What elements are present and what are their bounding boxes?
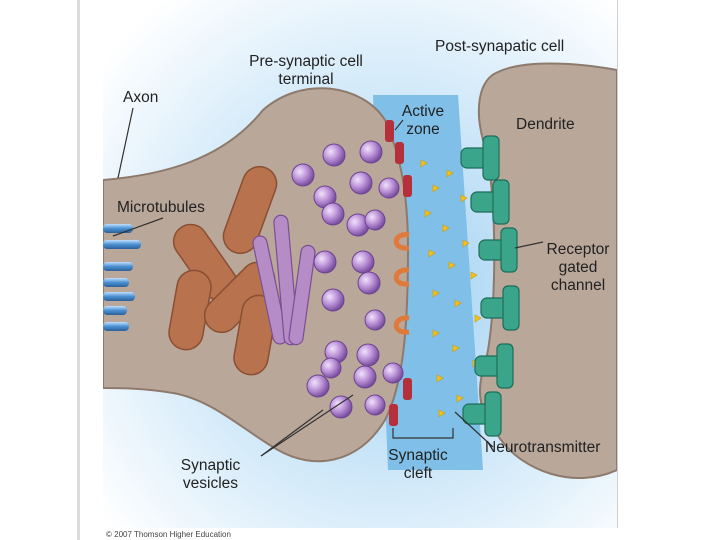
microtubule-bundle [252, 214, 316, 346]
active-zone-line-1: Active [401, 103, 445, 120]
synaptic-vesicles-line-2: vesicles [182, 475, 239, 492]
leader-lines [112, 107, 544, 457]
pre-synaptic-label: Pre-synaptic cell terminal [241, 53, 371, 89]
receptor-line-1: Receptor [546, 241, 610, 258]
receptor-line-3: channel [550, 277, 606, 294]
synaptic-vesicles-line-1: Synaptic [180, 457, 241, 474]
receptor-label: Receptor gated channel [543, 241, 613, 295]
synaptic-cleft-line-2: cleft [403, 465, 433, 482]
active-zone-line-2: zone [406, 121, 440, 138]
post-synaptic-label: Post-synapatic cell [435, 38, 565, 55]
axon-label: Axon [123, 89, 159, 106]
active-zone-label: Active zone [398, 103, 448, 139]
synapse-diagram: Axon Pre-synaptic cell terminal Post-syn… [103, 0, 618, 528]
receptor-gated-channels [460, 135, 520, 437]
pre-synaptic-line-2: terminal [278, 71, 334, 88]
synapse-illustration [103, 0, 617, 528]
synaptic-cleft-label: Synaptic cleft [383, 447, 453, 483]
synaptic-vesicles-label: Synaptic vesicles [173, 457, 248, 493]
microtubules-label: Microtubules [117, 199, 205, 216]
receptor-line-2: gated [558, 259, 598, 276]
copyright-notice: © 2007 Thomson Higher Education [106, 530, 231, 539]
neurotransmitters [420, 159, 482, 418]
pre-synaptic-line-1: Pre-synaptic cell [249, 53, 363, 70]
mitochondria [168, 165, 278, 376]
left-margin-line [77, 0, 80, 540]
synaptic-vesicles [291, 140, 404, 419]
active-zones [385, 120, 412, 426]
fusing-vesicles [393, 232, 410, 335]
dendrite-label: Dendrite [516, 116, 575, 133]
neurotransmitter-label: Neurotransmitter [485, 439, 601, 456]
microtubules [103, 224, 141, 331]
synaptic-cleft-line-1: Synaptic [388, 447, 448, 464]
